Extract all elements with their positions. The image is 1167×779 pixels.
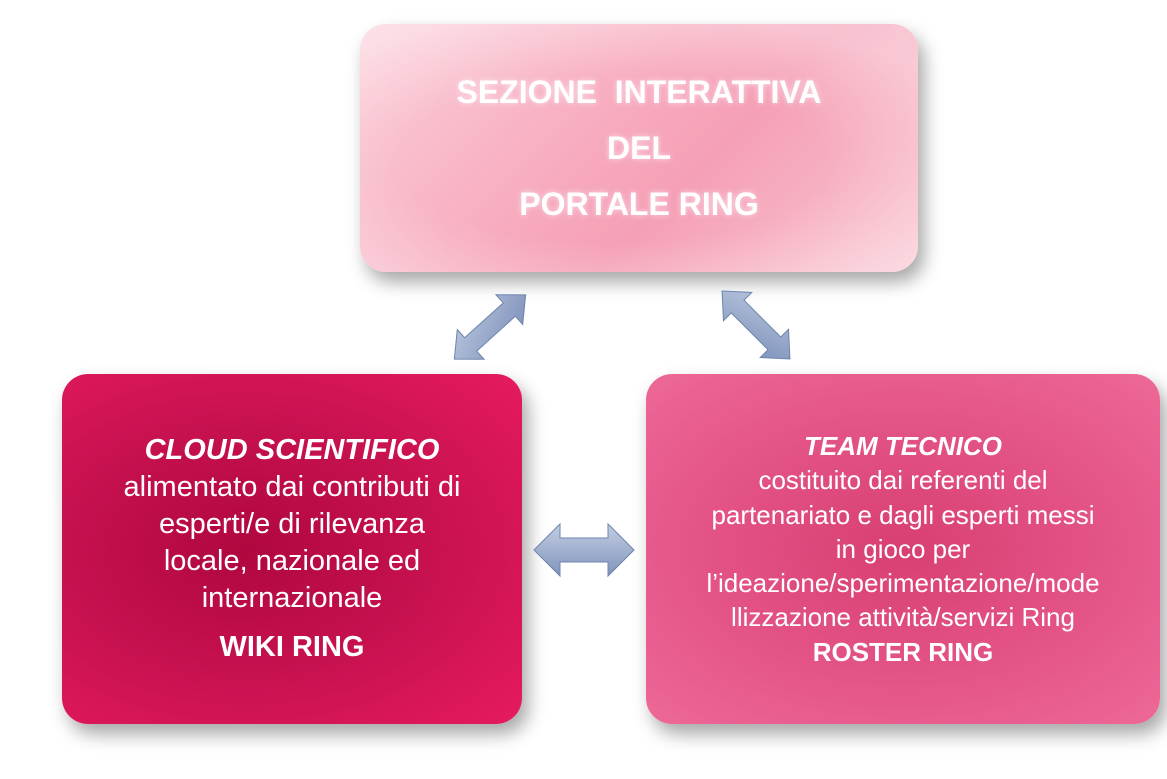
team-description-line-2: partenariato e dagli esperti messi — [711, 499, 1095, 530]
team-description-line-1: costituito dai referenti del — [758, 465, 1048, 496]
team-description-line-5: llizzazione attività/servizi Ring — [731, 602, 1075, 633]
portal-title-line-3: PORTALE RING — [519, 186, 759, 222]
horizontal-double-arrow-icon — [533, 522, 635, 578]
team-tecnico-title: TEAM TECNICO — [804, 430, 1002, 461]
team-description-line-3: in gioco per — [835, 533, 971, 564]
portal-title-line-1: SEZIONE INTERATTIVA — [456, 74, 822, 110]
cloud-scientifico-box: CLOUD SCIENTIFICO alimentato dai contrib… — [62, 374, 522, 724]
portal-section-box: SEZIONE INTERATTIVA DEL PORTALE RING — [360, 24, 918, 272]
cloud-scientifico-title: CLOUD SCIENTIFICO — [144, 433, 440, 466]
top-left-double-arrow-icon — [453, 294, 527, 360]
top-right-double-arrow-icon — [721, 290, 791, 360]
cloud-description-line-4: internazionale — [201, 582, 383, 615]
team-tecnico-box: TEAM TECNICO costituito dai referenti de… — [646, 374, 1160, 724]
wiki-ring-label: WIKI RING — [219, 631, 365, 664]
cloud-description-line-1: alimentato dai contributi di — [123, 470, 461, 503]
team-description-line-4: l’ideazione/sperimentazione/mode — [706, 568, 1100, 599]
cloud-description-line-2: esperti/e di rilevanza — [159, 507, 425, 540]
roster-ring-label: ROSTER RING — [812, 636, 994, 667]
portal-title-line-2: DEL — [607, 130, 671, 166]
cloud-description-line-3: locale, nazionale ed — [163, 545, 421, 577]
